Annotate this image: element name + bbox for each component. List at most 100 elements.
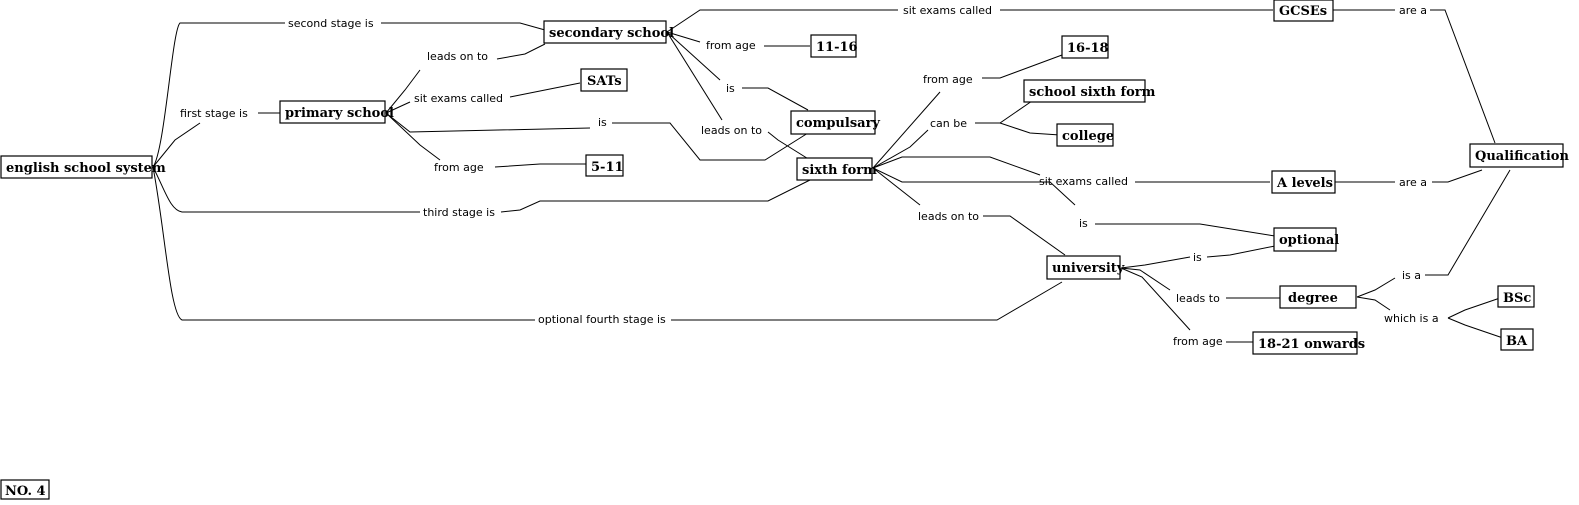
connector bbox=[767, 131, 811, 161]
connector bbox=[982, 54, 1063, 79]
concept-sixth-form[interactable]: sixth form bbox=[796, 157, 877, 181]
link-optional-fourth-stage-is: optional fourth stage is bbox=[538, 313, 666, 326]
connector bbox=[385, 112, 591, 133]
concept-ba[interactable]: BA bbox=[1500, 328, 1534, 351]
concept-label: BA bbox=[1506, 334, 1528, 349]
link-second-stage-is: second stage is bbox=[288, 17, 374, 30]
connector bbox=[1120, 267, 1171, 291]
map-number: NO. 4 bbox=[5, 484, 46, 499]
concept-label: BSc bbox=[1503, 291, 1531, 306]
connector bbox=[872, 91, 941, 169]
concept-label: school sixth form bbox=[1029, 85, 1156, 100]
concept-nodes: english school system secondary school p… bbox=[0, 0, 1569, 355]
concept-optional[interactable]: optional bbox=[1273, 227, 1339, 252]
connector bbox=[1447, 317, 1504, 339]
concept-label: degree bbox=[1288, 291, 1338, 306]
connector bbox=[152, 166, 420, 213]
concept-college[interactable]: college bbox=[1056, 123, 1114, 147]
connector bbox=[496, 43, 546, 60]
link-university-leads-to: leads to bbox=[1176, 292, 1220, 305]
concept-sats[interactable]: SATs bbox=[580, 68, 628, 92]
concept-label: GCSEs bbox=[1279, 4, 1327, 19]
concept-label: optional bbox=[1279, 233, 1339, 248]
concept-age-5-11[interactable]: 5-11 bbox=[585, 154, 624, 177]
link-sixth-sit-exams: sit exams called bbox=[1039, 175, 1128, 188]
connector bbox=[509, 82, 581, 98]
concept-qualification[interactable]: Qualification bbox=[1469, 143, 1569, 168]
connector bbox=[152, 166, 535, 321]
connector bbox=[742, 87, 809, 111]
connector bbox=[494, 163, 586, 168]
link-primary-is: is bbox=[598, 116, 607, 129]
link-secondary-from-age: from age bbox=[706, 39, 756, 52]
concept-a-levels[interactable]: A levels bbox=[1271, 170, 1336, 194]
concept-age-11-16[interactable]: 11-16 bbox=[810, 34, 858, 58]
link-third-stage-is: third stage is bbox=[423, 206, 495, 219]
concept-label: 11-16 bbox=[816, 40, 858, 55]
concept-label: college bbox=[1062, 129, 1114, 144]
concept-compulsary[interactable]: compulsary bbox=[790, 110, 880, 135]
connector bbox=[1120, 256, 1191, 269]
connector bbox=[872, 156, 1041, 176]
connector bbox=[500, 179, 811, 213]
concept-english-school-system[interactable]: english school system bbox=[0, 155, 166, 179]
link-university-is: is bbox=[1193, 251, 1202, 264]
link-secondary-sit-exams: sit exams called bbox=[903, 4, 992, 17]
concept-label: 16-18 bbox=[1067, 41, 1109, 56]
concept-label: Qualification bbox=[1475, 149, 1569, 164]
concept-label: sixth form bbox=[802, 163, 877, 178]
map-number-box: NO. 4 bbox=[0, 479, 50, 500]
link-primary-leads-on-to: leads on to bbox=[427, 50, 488, 63]
link-secondary-is: is bbox=[726, 82, 735, 95]
connector bbox=[385, 69, 421, 114]
connector bbox=[1356, 277, 1396, 298]
connector bbox=[666, 31, 723, 121]
connector bbox=[872, 167, 921, 206]
concept-age-16-18[interactable]: 16-18 bbox=[1061, 35, 1109, 59]
connector bbox=[1120, 267, 1191, 331]
connector bbox=[1095, 223, 1276, 237]
connector-lines bbox=[152, 9, 1511, 343]
link-degree-which-is-a: which is a bbox=[1384, 312, 1439, 325]
connector bbox=[666, 9, 898, 33]
concept-degree[interactable]: degree bbox=[1279, 285, 1357, 309]
connector bbox=[872, 129, 929, 169]
concept-secondary-school[interactable]: secondary school bbox=[543, 20, 674, 44]
concept-label: university bbox=[1052, 261, 1125, 276]
connector bbox=[1356, 296, 1391, 311]
concept-label: compulsary bbox=[796, 116, 880, 131]
link-alevels-are-a: are a bbox=[1399, 176, 1427, 189]
connector bbox=[381, 22, 546, 31]
concept-label: secondary school bbox=[549, 26, 674, 41]
connector bbox=[872, 167, 1076, 206]
concept-school-sixth-form[interactable]: school sixth form bbox=[1023, 79, 1156, 103]
connector bbox=[1206, 245, 1276, 258]
link-primary-sit-exams: sit exams called bbox=[414, 92, 503, 105]
connector bbox=[666, 31, 721, 81]
concept-primary-school[interactable]: primary school bbox=[279, 100, 394, 124]
connector bbox=[671, 281, 1063, 321]
link-sixth-is: is bbox=[1079, 217, 1088, 230]
concept-label: A levels bbox=[1276, 176, 1333, 191]
link-secondary-leads-on-to: leads on to bbox=[701, 124, 762, 137]
link-sixth-from-age: from age bbox=[923, 73, 973, 86]
connector bbox=[983, 215, 1066, 256]
connector bbox=[1430, 9, 1496, 144]
connector bbox=[385, 101, 411, 114]
concept-age-18-21-onwards[interactable]: 18-21 onwards bbox=[1252, 331, 1365, 355]
link-gcses-are-a: are a bbox=[1399, 4, 1427, 17]
connector bbox=[975, 100, 1033, 124]
connector bbox=[152, 22, 285, 168]
concept-gcses[interactable]: GCSEs bbox=[1273, 0, 1334, 22]
connector bbox=[666, 31, 701, 43]
concept-bsc[interactable]: BSc bbox=[1497, 285, 1535, 308]
linking-phrases: second stage is first stage is third sta… bbox=[180, 4, 1439, 348]
connector bbox=[152, 122, 201, 168]
concept-label: primary school bbox=[285, 106, 394, 121]
concept-university[interactable]: university bbox=[1046, 255, 1125, 280]
concept-label: 5-11 bbox=[591, 160, 624, 175]
connector bbox=[385, 112, 441, 161]
link-primary-from-age: from age bbox=[434, 161, 484, 174]
connector bbox=[1425, 169, 1511, 276]
